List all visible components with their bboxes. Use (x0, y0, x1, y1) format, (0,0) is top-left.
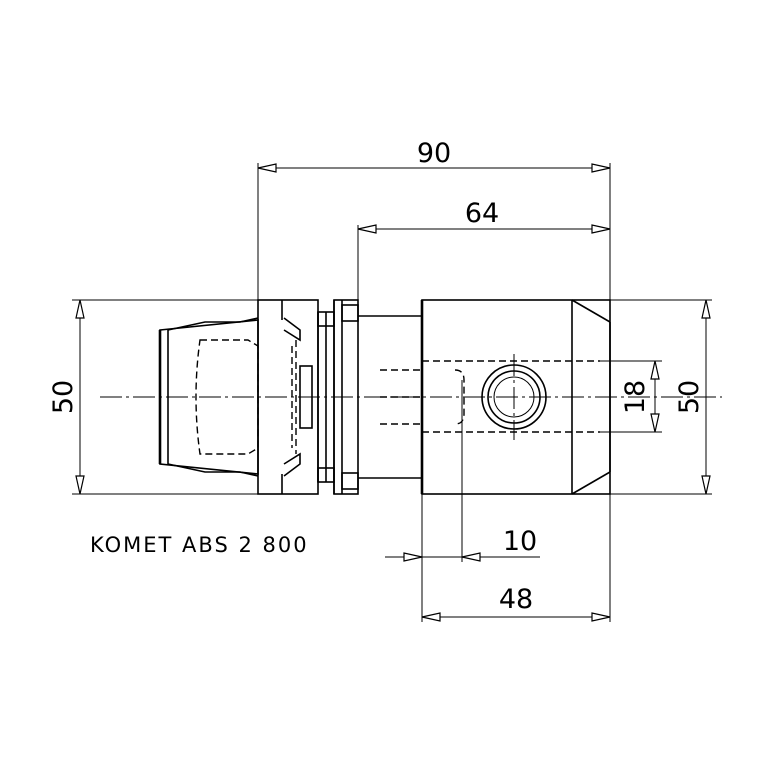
part-code-label: KOMET ABS 2 800 (90, 533, 309, 557)
dimension-label-64: 64 (465, 198, 499, 229)
extension-lines (72, 163, 712, 622)
dimension-label-90: 90 (417, 138, 451, 169)
dimension-label-left-50: 50 (48, 380, 79, 414)
dimension-90: 90 (257, 138, 611, 173)
dimension-48: 48 (421, 584, 611, 622)
cross-hole (481, 354, 547, 440)
dimension-10: 10 (385, 526, 540, 562)
dimension-label-48: 48 (499, 584, 533, 615)
dimension-label-10: 10 (503, 526, 537, 557)
dimension-64: 64 (357, 198, 611, 234)
head-block (380, 299, 611, 495)
dimension-left-50: 50 (48, 299, 85, 495)
neck-ring (333, 299, 422, 495)
